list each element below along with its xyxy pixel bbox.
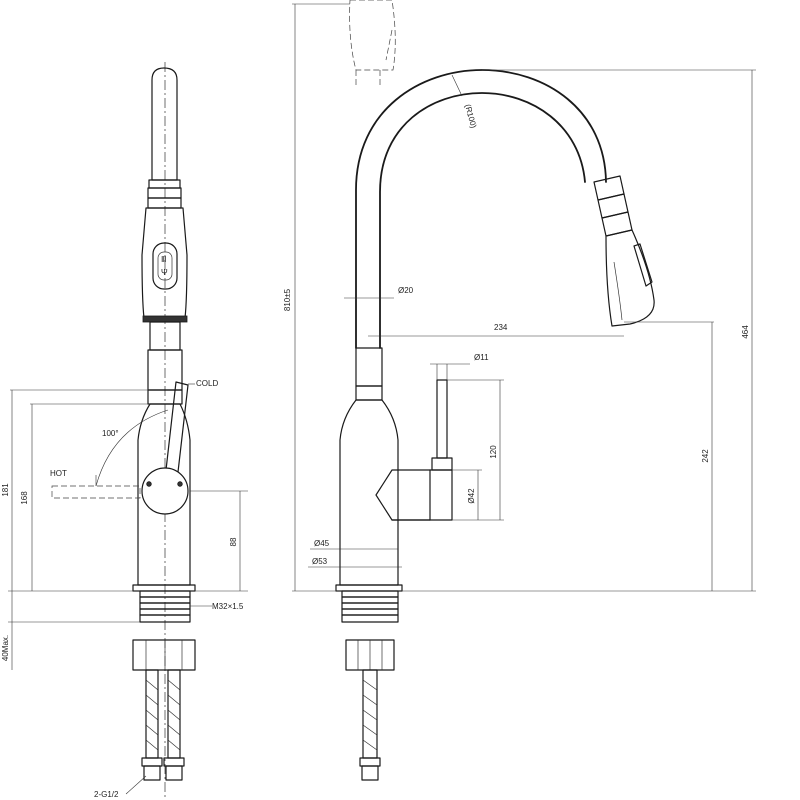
dim-242: 242 bbox=[701, 449, 710, 463]
radius-label: (R100) bbox=[463, 103, 478, 129]
dim-d20: Ø20 bbox=[398, 286, 414, 295]
dim-810: 810±5 bbox=[283, 288, 292, 311]
side-cartridge bbox=[375, 469, 453, 521]
dim-d53: Ø53 bbox=[312, 557, 328, 566]
swan-neck-inner bbox=[379, 92, 586, 349]
side-neck bbox=[355, 347, 383, 387]
side-view: 810±5 (R100) bbox=[283, 0, 655, 781]
svg-text:Ψ: Ψ bbox=[161, 268, 168, 277]
spray-wand-top bbox=[151, 67, 178, 181]
thread-label: M32×1.5 bbox=[212, 602, 244, 611]
dim-d11: Ø11 bbox=[474, 353, 489, 362]
mounting-nut bbox=[132, 639, 196, 671]
dim-168: 168 bbox=[20, 491, 29, 505]
dim-464: 464 bbox=[741, 325, 750, 339]
spray-button bbox=[152, 242, 178, 290]
dim-88: 88 bbox=[229, 537, 238, 546]
dim-d42: Ø42 bbox=[467, 488, 476, 504]
lever-handle bbox=[165, 381, 189, 473]
dim-d45: Ø45 bbox=[314, 539, 330, 548]
pulldown-head bbox=[605, 229, 655, 327]
cold-label: COLD bbox=[196, 379, 218, 388]
dim-40max: 40Max. bbox=[1, 635, 10, 661]
hot-label: HOT bbox=[50, 469, 67, 478]
hot-lever-position bbox=[51, 485, 141, 499]
side-dimensions: Ø20 234 464 242 Ø11 120 Ø42 Ø45 Ø53 bbox=[292, 69, 756, 592]
dim-181: 181 bbox=[1, 483, 10, 497]
side-lever bbox=[436, 379, 448, 459]
lifted-spray-head bbox=[349, 0, 396, 71]
front-dimensions: 181 168 88 40Max. M32×1.5 COLD HOT 100° … bbox=[1, 379, 248, 799]
inlet-thread-label: 2-G1/2 bbox=[94, 790, 119, 799]
cartridge-disc bbox=[141, 467, 189, 515]
dim-120: 120 bbox=[489, 445, 498, 459]
dim-234: 234 bbox=[494, 323, 508, 332]
angle-label: 100° bbox=[102, 429, 119, 438]
side-body bbox=[339, 399, 399, 586]
swan-neck-outer bbox=[355, 69, 607, 349]
front-view: Ⅲ Ψ bbox=[51, 62, 196, 800]
svg-text:Ⅲ: Ⅲ bbox=[161, 255, 167, 264]
